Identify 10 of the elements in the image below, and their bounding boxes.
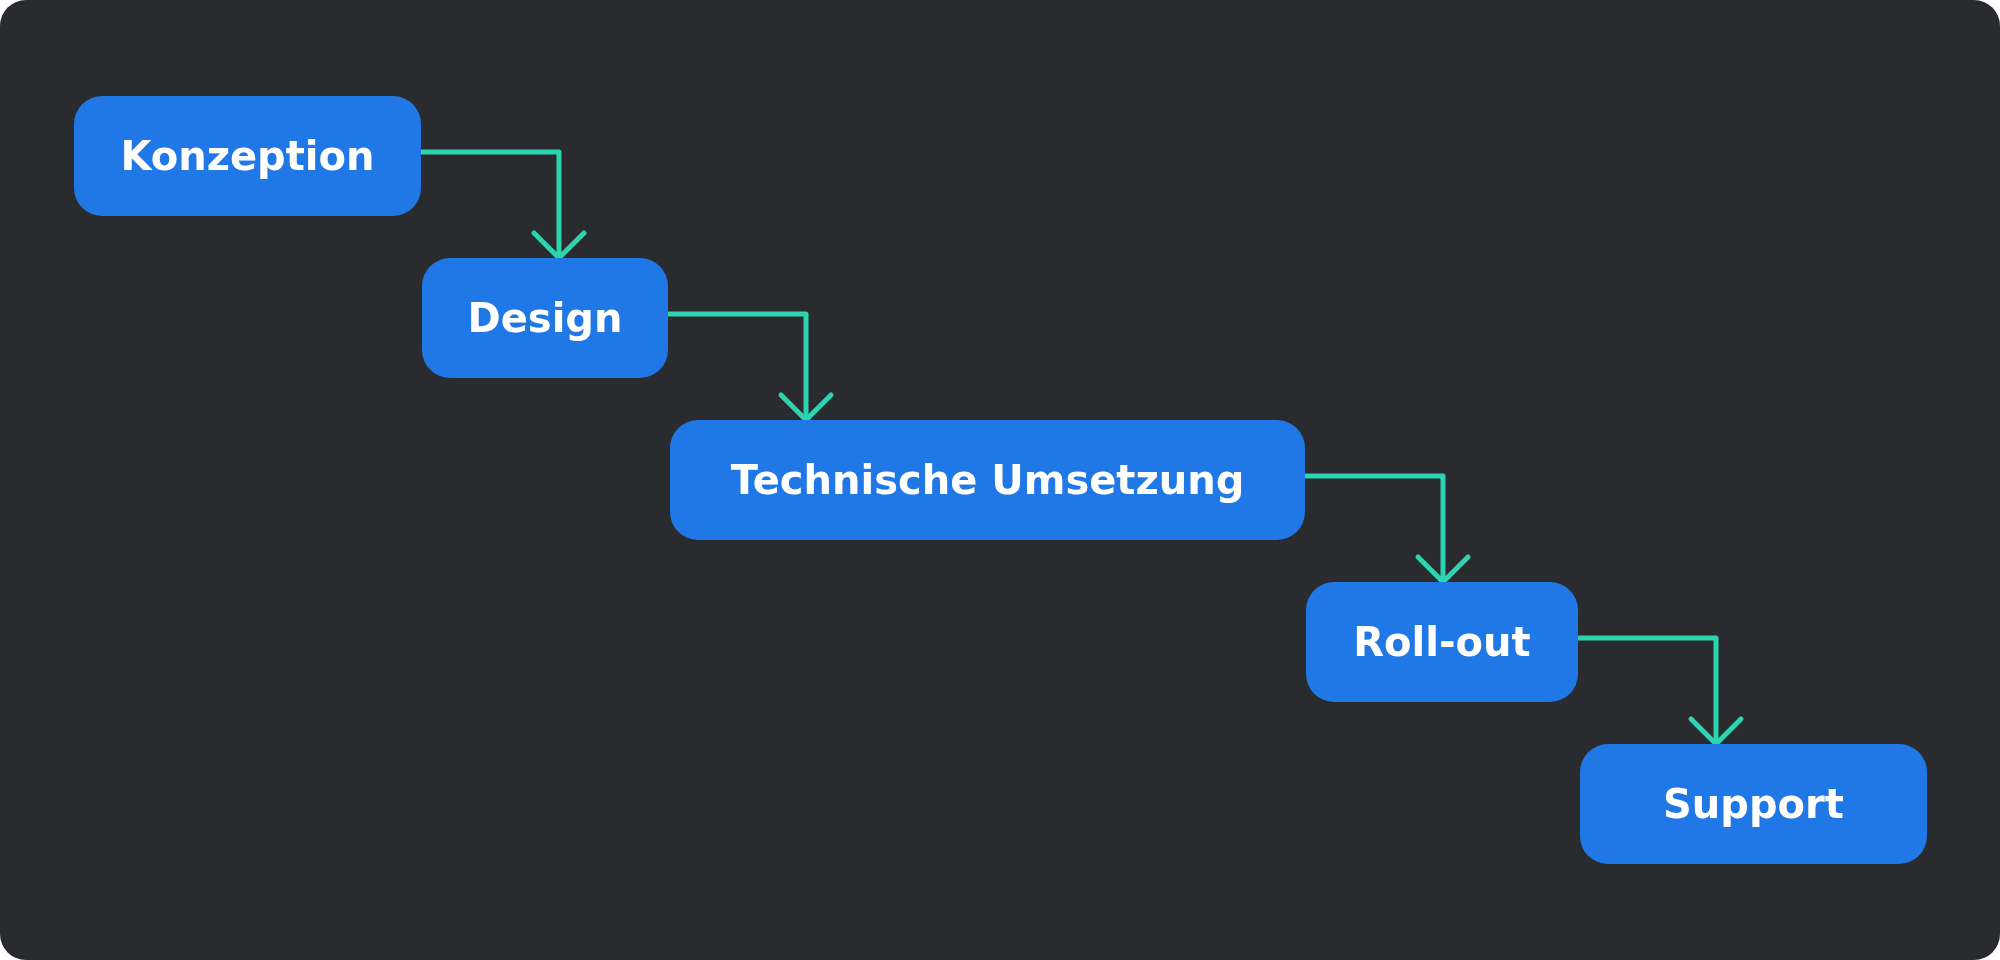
step-label: Design xyxy=(467,295,623,341)
process-box xyxy=(74,96,421,216)
process-box xyxy=(422,258,668,378)
step-label: Konzeption xyxy=(120,133,375,179)
step-label: Support xyxy=(1663,781,1844,827)
process-box xyxy=(670,420,1305,540)
process-box xyxy=(1306,582,1578,702)
process-box xyxy=(1580,744,1927,864)
step-label: Roll-out xyxy=(1353,619,1531,665)
step-label: Technische Umsetzung xyxy=(730,457,1245,503)
